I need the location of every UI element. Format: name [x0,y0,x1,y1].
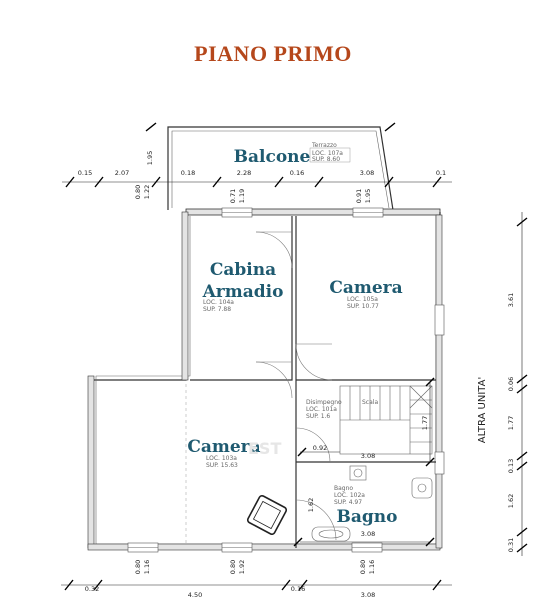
dim-label: 1.19 [238,189,246,203]
disimpegno-loc: LOC. 101a [306,406,337,413]
dim-label: 0.91 [355,189,363,203]
scala-label: Scala [362,399,378,406]
dim-label: 0.18 [181,169,195,177]
dim-inner: 1.77 0.92 3.08 1.62 3.08 [307,416,429,538]
dim-label: 1.92 [238,560,246,574]
side-label: ALTRA UNITA' [477,377,488,443]
bathroom-fixtures [311,465,433,542]
room-cabina-line2: Armadio [202,282,284,302]
camera1-sup: SUP. 10.77 [347,303,379,310]
dim-label: 3.61 [507,293,515,307]
camera2-sup: SUP. 15.63 [206,462,238,469]
cabina-loc: LOC. 104a [203,299,234,306]
dim-top-vertical: 1.95 0.80 1.22 0.71 1.19 0.91 1.95 [134,151,372,203]
bagno-sup: SUP. 4.97 [334,499,362,506]
armchair-icon [246,494,288,536]
dim-label: 3.08 [361,452,375,460]
dim-label: 1.77 [507,416,515,430]
dim-label: 0.16 [291,585,305,593]
dim-right-column: 3.61 0.06 1.77 0.13 1.62 0.31 [507,293,515,552]
dim-bottom-row: 0.32 4.50 0.16 3.08 [85,585,375,599]
staircase [339,385,433,455]
windows [127,207,445,553]
room-camera-2: Camera [187,437,260,457]
dim-label: 0.32 [85,585,99,593]
dim-label: 0.71 [229,189,237,203]
camera2-loc: LOC. 103a [206,455,237,462]
dim-label: 0.13 [507,459,515,473]
dim-label: 0.80 [134,560,142,574]
balcone-sup: SUP. 8.60 [312,156,340,163]
room-cabina-line1: Cabina [210,260,276,280]
dim-label: 1.22 [143,185,151,199]
dim-label: 0.16 [290,169,304,177]
dim-label: 2.28 [237,169,251,177]
dim-label: 0.92 [313,444,327,452]
balcony-area [167,126,394,211]
dim-bottom-vertical: 0.80 1.16 0.80 1.92 0.80 1.16 [134,560,376,574]
watermark: EST [248,439,281,458]
dim-label: 4.50 [188,591,202,599]
dim-label: 0.80 [229,560,237,574]
interior-walls [185,216,436,548]
room-balcone: Balcone [234,147,311,167]
dim-label: 3.08 [360,169,374,177]
dim-top-row: 0.15 2.07 0.18 2.28 0.16 3.08 0.1 [78,169,446,177]
dim-label: 0.31 [507,538,515,552]
dim-label: 1.16 [368,560,376,574]
dim-label: 1.95 [146,151,154,165]
dim-label: 0.06 [507,377,515,391]
dim-label: 1.16 [143,560,151,574]
disimpegno-sub: Disimpegno [306,399,342,406]
room-camera-1: Camera [329,278,402,298]
page-title: PIANO PRIMO [194,41,352,66]
dim-label: 0.1 [436,169,446,177]
balcone-loc: LOC. 107a [312,150,343,157]
dimension-lines [61,122,528,591]
room-bagno: Bagno [337,507,398,527]
dim-label: 0.80 [359,560,367,574]
doors [255,231,337,541]
cabina-sup: SUP. 7.88 [203,306,231,313]
dim-label: 1.62 [507,494,515,508]
bagno-loc: LOC. 102a [334,492,365,499]
dim-label: 3.08 [361,591,375,599]
balcone-sub: Terrazzo [311,142,337,149]
dim-label: 0.80 [134,185,142,199]
bagno-sub: Bagno [334,485,353,492]
dim-label: 1.62 [307,498,315,512]
dim-label: 0.15 [78,169,92,177]
outer-walls [87,208,443,551]
dim-label: 1.77 [421,416,429,430]
dim-label: 3.08 [361,530,375,538]
dim-label: 2.07 [115,169,129,177]
camera1-loc: LOC. 105a [347,296,378,303]
dim-label: 1.95 [364,189,372,203]
room-labels: Balcone Terrazzo LOC. 107a SUP. 8.60 Cab… [187,142,402,527]
disimpegno-sup: SUP. 1.6 [306,413,330,420]
